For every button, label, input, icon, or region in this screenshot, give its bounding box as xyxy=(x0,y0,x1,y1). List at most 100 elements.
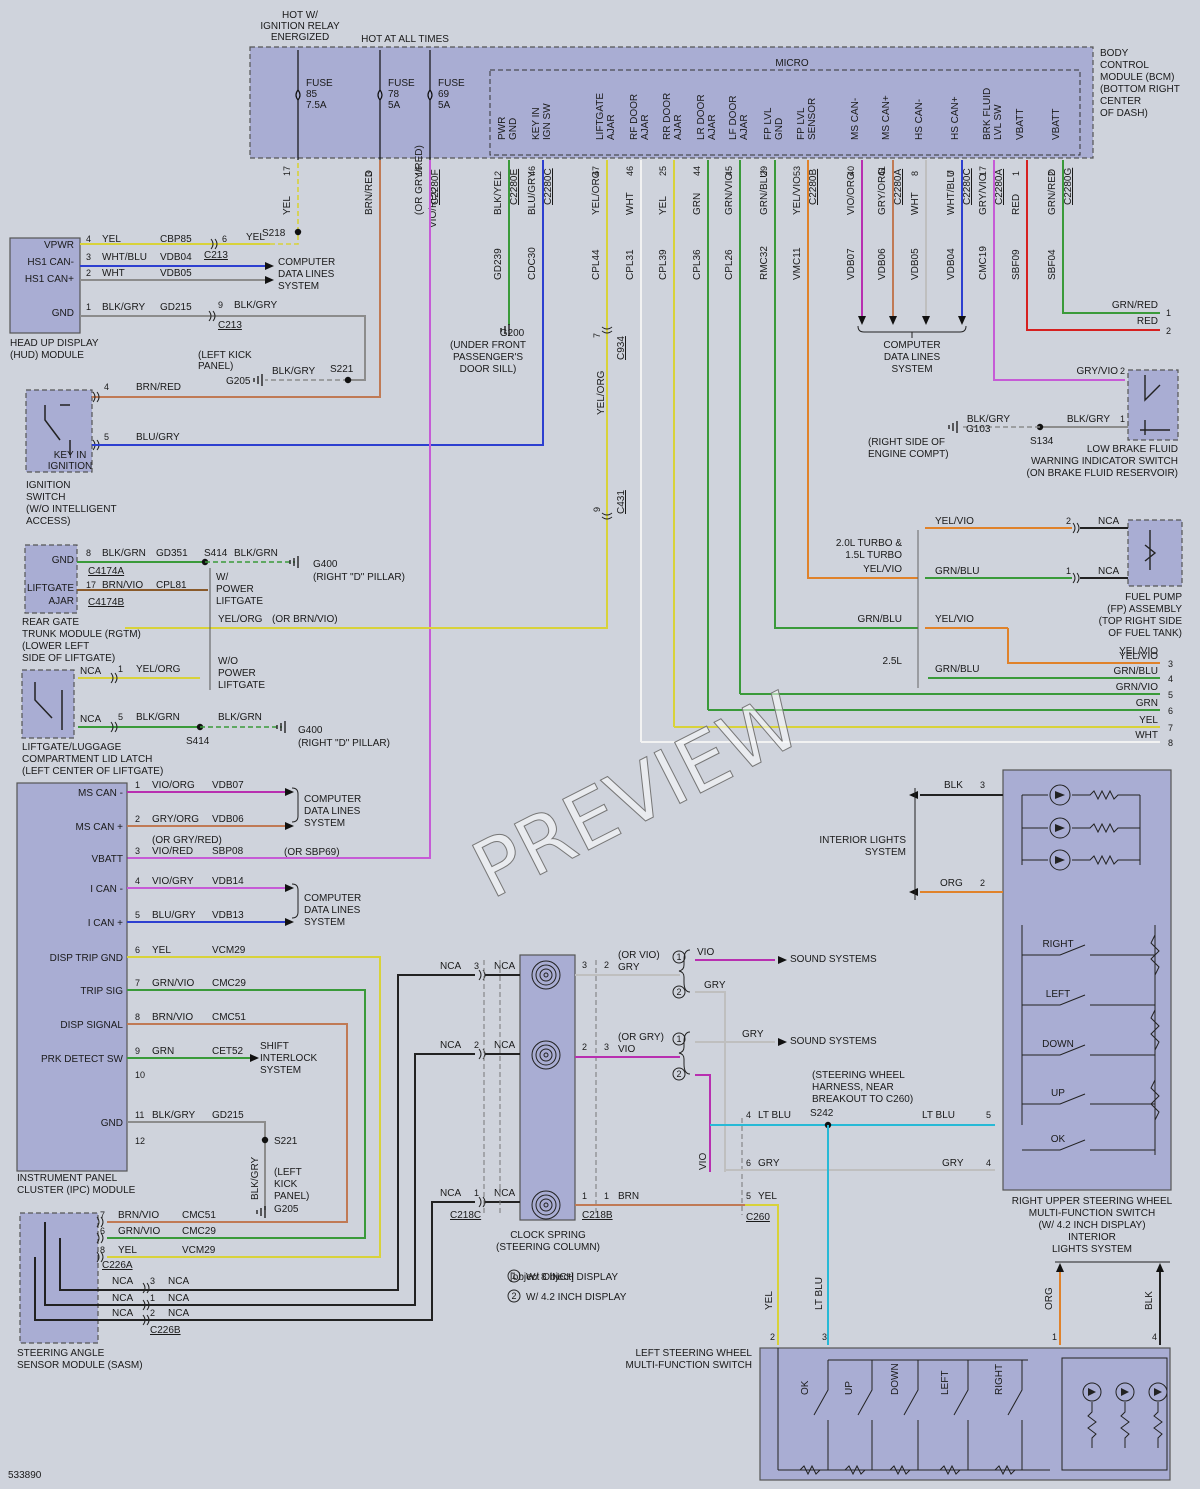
label: G200 xyxy=(500,328,525,339)
label: 8 xyxy=(100,1245,105,1255)
label: C213 xyxy=(218,320,242,331)
ipc-pin-num: 7 xyxy=(135,978,140,988)
label: AJAR xyxy=(48,596,74,607)
fuel-pump-label: (TOP RIGHT SIDE xyxy=(1099,616,1183,627)
label: GRN/BLU xyxy=(935,566,979,577)
latch-label: LIFTGATE/LUGGAGE xyxy=(22,742,122,753)
connector-mark xyxy=(142,1282,150,1294)
label: 2.5L xyxy=(883,656,903,667)
micro-pin-label: HS CAN+ xyxy=(950,96,961,140)
label: SBP08 xyxy=(212,846,244,857)
label: 1 xyxy=(474,1188,479,1198)
label: LT BLU xyxy=(814,1277,825,1310)
g205-label: PANEL) xyxy=(274,1191,309,1202)
g205-label: PANEL) xyxy=(198,361,233,372)
arrow-icon xyxy=(889,316,897,325)
bcm-pin-number: 29 xyxy=(759,166,769,176)
wire-color-label: GRN/VIO xyxy=(724,173,735,215)
label: GRY xyxy=(618,962,640,973)
hud-label: (HUD) MODULE xyxy=(10,350,84,361)
label: GRY xyxy=(742,1029,764,1040)
g103-label: ENGINE COMPT) xyxy=(868,449,949,460)
led-icon xyxy=(1049,817,1071,839)
micro-pin-label: MS CAN+ xyxy=(881,95,892,140)
label: GRN/VIO xyxy=(118,1226,160,1237)
label: 1 xyxy=(86,302,91,312)
switch-bus xyxy=(777,1348,1028,1470)
micro-pin-label: VBATT xyxy=(1051,109,1062,140)
micro-pin-label: IGN SW xyxy=(542,103,553,140)
connector-label: C2280A xyxy=(994,169,1005,205)
label: VDB06 xyxy=(212,814,244,825)
label: NCA xyxy=(112,1293,133,1304)
label: [object Object] xyxy=(510,1272,574,1283)
circuit-label: SBF04 xyxy=(1047,249,1058,280)
switch-icon xyxy=(34,682,63,730)
brake-fluid-switch-box xyxy=(1127,369,1179,441)
ipc-label: CLUSTER (IPC) MODULE xyxy=(17,1185,136,1196)
ignition-switch-box xyxy=(25,389,93,473)
arrow-icon xyxy=(285,884,294,892)
label: 2 xyxy=(1066,516,1071,526)
label: 2 xyxy=(1120,366,1125,376)
label: 1 xyxy=(511,1271,516,1281)
coil-icon xyxy=(539,1048,553,1062)
label: BLK/GRY xyxy=(234,300,277,311)
label: S242 xyxy=(810,1108,834,1119)
hud-module-box xyxy=(9,237,81,334)
label: 1 xyxy=(118,664,123,674)
micro-pin-label: FP LVL xyxy=(796,107,807,140)
arrow-icon xyxy=(265,276,274,284)
label: YEL/ORG xyxy=(596,370,607,415)
right-switch-label: RIGHT UPPER STEERING WHEEL xyxy=(1012,1196,1173,1207)
hud-label: HEAD UP DISPLAY xyxy=(10,338,99,349)
lsw-button-label: UP xyxy=(844,1381,855,1395)
label: (OR VIO) xyxy=(618,950,660,961)
arrow-icon xyxy=(922,316,930,325)
switch-icon xyxy=(813,1360,829,1470)
rgtm-box xyxy=(24,544,78,614)
label: YEL/ORG xyxy=(218,614,263,625)
wire-color-label: BLK/YEL xyxy=(493,174,504,215)
g103-label: (RIGHT SIDE OF xyxy=(868,437,945,448)
label: 3 xyxy=(86,252,91,262)
label: VDB05 xyxy=(160,268,192,279)
label: 6 xyxy=(222,234,227,244)
cmc51-wire xyxy=(107,1023,348,1223)
circuit-label: VDB04 xyxy=(946,248,957,280)
bcm-title: BODY xyxy=(1100,48,1129,59)
coil-icon xyxy=(543,972,549,978)
wire-color-label: YEL/ORG xyxy=(591,170,602,215)
cmc19-gryvio-wire xyxy=(993,160,1125,381)
hot-ignition-label: IGNITION RELAY xyxy=(260,21,340,32)
bundle-pin: 5 xyxy=(1168,690,1173,700)
bcm-pin-number: 8 xyxy=(910,171,920,176)
micro-pin-label: GND xyxy=(508,118,519,140)
g205-ground xyxy=(253,374,263,386)
computer-data-lines-label: COMPUTER xyxy=(883,340,940,351)
coil-icon xyxy=(531,1040,561,1070)
switch-icon xyxy=(953,1360,969,1470)
computer-data-lines-label: COMPUTER xyxy=(304,794,361,805)
label: C260 xyxy=(746,1212,770,1223)
ipc-pin-num: 4 xyxy=(135,876,140,886)
label: 8 xyxy=(86,548,91,558)
label: GRN/BLU xyxy=(858,614,902,625)
sbf09-red-wire xyxy=(1026,160,1160,331)
coil-icon xyxy=(543,1052,549,1058)
micro-box xyxy=(489,69,1081,156)
bcm-pin-number: 3 xyxy=(364,171,374,176)
label: BRN xyxy=(618,1191,639,1202)
label: NCA xyxy=(494,1040,515,1051)
label: YEL xyxy=(102,234,121,245)
rusw-button-label: UP xyxy=(1051,1088,1065,1099)
label: C431 xyxy=(616,490,627,514)
circuit-label: CPL39 xyxy=(658,249,669,280)
label: YEL/VIO xyxy=(863,564,902,575)
label: ORG xyxy=(940,878,963,889)
fuse-label: 7.5A xyxy=(306,100,327,111)
wire-color-label: GRY/VIO xyxy=(978,173,989,215)
fuse-label: FUSE xyxy=(438,78,465,89)
circuit-label: CPL31 xyxy=(625,249,636,280)
micro-pin-label: AJAR xyxy=(640,114,651,140)
